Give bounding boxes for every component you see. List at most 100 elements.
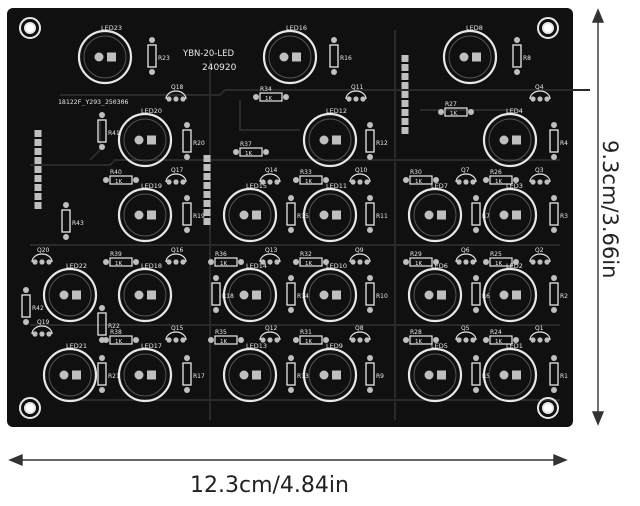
resistor-footprint: R13 bbox=[286, 355, 309, 393]
led-label: LED9 bbox=[326, 342, 343, 350]
resistor-label: R25 bbox=[490, 251, 502, 258]
header-pin bbox=[401, 64, 409, 71]
resistor-label: R10 bbox=[376, 293, 388, 300]
transistor-footprint: Q7 bbox=[455, 167, 477, 185]
resistor-label: R16 bbox=[340, 55, 352, 62]
resistor-label: R8 bbox=[523, 55, 531, 62]
transistor-label: Q14 bbox=[265, 167, 278, 174]
resistor-footprint: R18 bbox=[211, 275, 234, 313]
resistor-label: R21 bbox=[108, 373, 120, 380]
transistor-footprint: Q2 bbox=[529, 247, 551, 265]
led-footprint: LED19 bbox=[117, 182, 173, 243]
led-footprint: LED1 bbox=[482, 342, 538, 403]
transistor-footprint: Q5 bbox=[455, 325, 477, 343]
led-footprint: LED21 bbox=[42, 342, 98, 403]
resistor-value: 1K bbox=[495, 179, 502, 185]
transistor-footprint: Q15 bbox=[165, 325, 187, 343]
led-footprint: LED8 bbox=[442, 24, 498, 85]
header-pin bbox=[401, 82, 409, 89]
led-label: LED21 bbox=[66, 342, 87, 350]
header-pin bbox=[203, 218, 211, 225]
header-pin bbox=[401, 109, 409, 116]
header-pin bbox=[203, 182, 211, 189]
resistor-label: R41 bbox=[108, 130, 120, 137]
resistor-value: 1K bbox=[495, 339, 502, 345]
mounting-holes bbox=[19, 17, 559, 419]
resistor-footprint: R17 bbox=[182, 355, 205, 393]
resistor-value: 1K bbox=[220, 339, 227, 345]
resistor-footprint: R43 bbox=[61, 202, 84, 240]
led-footprint: LED4 bbox=[482, 107, 538, 168]
header-pin bbox=[203, 200, 211, 207]
transistor-label: Q18 bbox=[171, 84, 184, 91]
led-label: LED11 bbox=[326, 182, 347, 190]
resistor-footprint: R7 bbox=[471, 195, 490, 233]
led-footprint: LED3 bbox=[482, 182, 538, 243]
resistor-footprint: R11 bbox=[365, 195, 388, 233]
resistor-label: R22 bbox=[108, 323, 120, 330]
transistor-footprint: Q6 bbox=[455, 247, 477, 265]
resistor-label: R29 bbox=[410, 251, 422, 258]
resistor-footprint: R10 bbox=[365, 275, 388, 313]
resistor-value: 1K bbox=[495, 261, 502, 267]
resistor-label: R18 bbox=[222, 293, 234, 300]
resistor-label: R4 bbox=[560, 140, 568, 147]
resistor-footprint: R4 bbox=[549, 122, 568, 160]
resistor-label: R13 bbox=[297, 373, 309, 380]
resistor-label: R20 bbox=[193, 140, 205, 147]
led-label: LED12 bbox=[326, 107, 347, 115]
resistor-value: 1K bbox=[115, 261, 122, 267]
resistor-label: R42 bbox=[32, 305, 44, 312]
led-footprint: LED16 bbox=[262, 24, 318, 85]
resistor-footprint: R20 bbox=[182, 122, 205, 160]
resistor-label: R17 bbox=[193, 373, 205, 380]
board-batch-label: 18122F_Y293_250306 bbox=[58, 98, 129, 106]
led-label: LED7 bbox=[431, 182, 448, 190]
led-label: LED22 bbox=[66, 262, 87, 270]
resistor-footprint: R2 bbox=[549, 275, 568, 313]
header-pin bbox=[34, 157, 42, 164]
resistor-label: R12 bbox=[376, 140, 388, 147]
header-pin bbox=[34, 148, 42, 155]
header-pin bbox=[401, 127, 409, 134]
resistor-label: R6 bbox=[482, 293, 490, 300]
resistor-footprint: 1K R25 bbox=[483, 251, 519, 267]
board-date-label: 240920 bbox=[202, 63, 237, 73]
led-label: LED6 bbox=[431, 262, 448, 270]
resistor-footprint: R41 bbox=[97, 112, 120, 150]
led-footprint: LED23 bbox=[77, 24, 133, 85]
led-footprint: LED14 bbox=[222, 262, 278, 323]
header-pin bbox=[203, 164, 211, 171]
transistor-label: Q6 bbox=[461, 247, 470, 254]
led-label: LED5 bbox=[431, 342, 448, 350]
resistor-footprint: R15 bbox=[286, 195, 309, 233]
led-label: LED14 bbox=[246, 262, 267, 270]
resistor-value: 1K bbox=[305, 261, 312, 267]
resistor-label: R3 bbox=[560, 213, 568, 220]
resistor-value: 1K bbox=[415, 339, 422, 345]
led-label: LED16 bbox=[286, 24, 307, 32]
header-pin bbox=[203, 209, 211, 216]
resistor-label: R19 bbox=[193, 213, 205, 220]
header-pin bbox=[34, 166, 42, 173]
transistor-label: Q9 bbox=[355, 247, 364, 254]
transistor-label: Q11 bbox=[351, 84, 364, 91]
resistor-value: 1K bbox=[305, 339, 312, 345]
resistor-label: R5 bbox=[482, 373, 490, 380]
led-label: LED4 bbox=[506, 107, 523, 115]
transistor-label: Q17 bbox=[171, 167, 184, 174]
led-footprint: LED17 bbox=[117, 342, 173, 403]
transistor-label: Q10 bbox=[355, 167, 368, 174]
resistor-label: R2 bbox=[560, 293, 568, 300]
resistor-label: R27 bbox=[445, 101, 457, 108]
led-footprint: LED2 bbox=[482, 262, 538, 323]
transistor-footprint: Q4 bbox=[529, 84, 551, 102]
